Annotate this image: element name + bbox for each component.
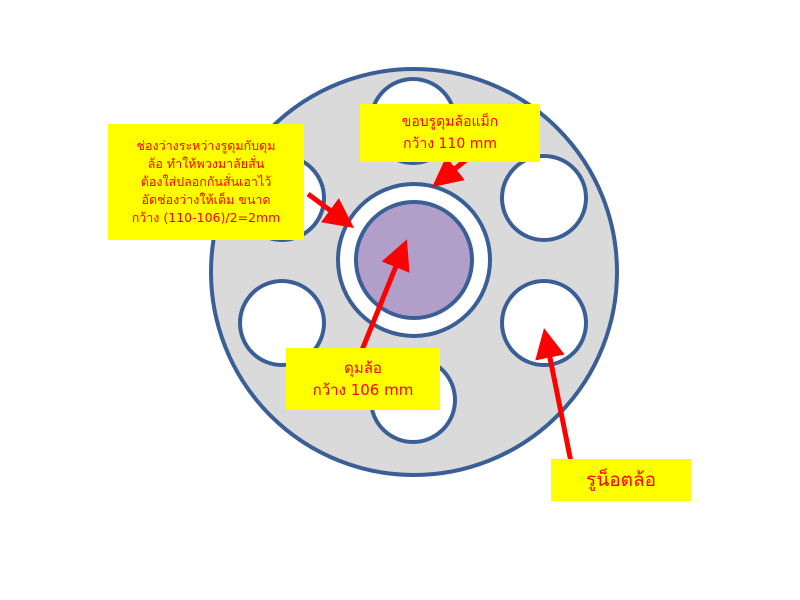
bolt-hole-label: รูน็อตล้อ [551,459,691,501]
gap-label-line: ล้อ ทำให้พวงมาลัยสั่น [147,156,265,171]
lug-hole-lower-right [500,279,588,367]
gap-label: ช่องว่างระหว่างรูดุมกับดุม ล้อ ทำให้พวงม… [108,124,304,240]
rim-label-line: กว้าง 110 mm [403,136,497,152]
arrow-to-bolt-hole [535,328,574,463]
hub-label: ดุมล้อ กว้าง 106 mm [286,348,440,410]
bolt-hole-label-line: รูน็อตล้อ [586,469,656,491]
arrow-to-hub [359,239,410,351]
hub-label-line: ดุมล้อ [344,359,382,377]
gap-label-line: อัดช่องว่างให้เต็ม ขนาด [141,192,271,207]
gap-label-line: ช่องว่างระหว่างรูดุมกับดุม [136,138,276,153]
gap-label-line: ต้องใส่ปลอกกันสั่นเอาไว้ [140,174,272,189]
rim-label-line: ขอบรูดุมล้อแม็ก [401,114,499,130]
hub-circle [354,200,474,320]
lug-hole-lower-left [238,279,326,367]
gap-label-line: กว้าง (110-106)/2=2mm [131,210,281,225]
rim-label: ขอบรูดุมล้อแม็ก กว้าง 110 mm [360,104,540,162]
hub-label-line: กว้าง 106 mm [312,381,414,399]
lug-hole-upper-right [500,154,588,242]
arrow-to-rim [432,156,468,188]
arrow-to-gap [306,191,355,228]
